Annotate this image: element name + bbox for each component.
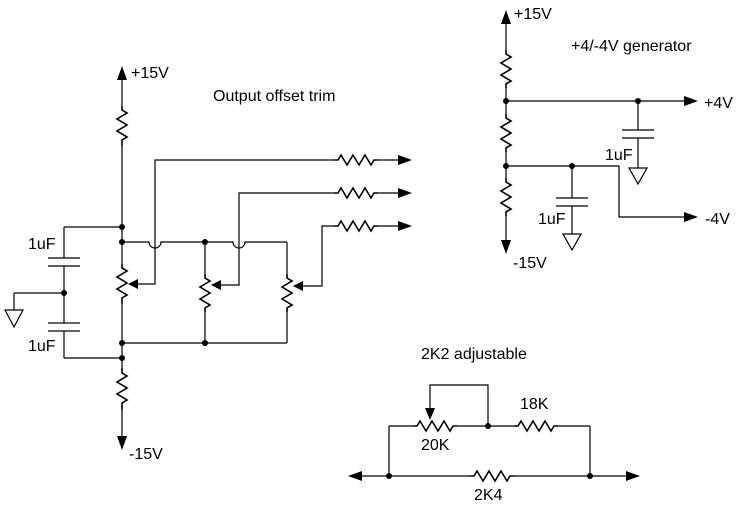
ground-symbol	[4, 309, 24, 329]
trim-pot-2	[198, 274, 212, 312]
gen-pos-output-label: +4V	[704, 95, 733, 112]
parallel-resistor-2k4	[470, 469, 514, 483]
trim-pot-3	[280, 274, 294, 312]
adjustable-title: 2K2 adjustable	[421, 346, 527, 363]
top-bias-resistor	[115, 106, 129, 146]
pot-20k-label: 20K	[421, 437, 450, 454]
generator-circuit: +4/-4V generator +15V -15V +4V -4V 1uF 1…	[499, 6, 733, 272]
trim-pot-1	[115, 264, 129, 304]
offset-cap-top-label: 1uF	[28, 236, 56, 253]
series-resistor-label: 18K	[520, 396, 549, 413]
adjustable-circuit: 2K2 adjustable 20K 18K 2K4	[348, 346, 640, 504]
plus-15v-arrow	[117, 66, 127, 80]
gen-minus-15v-arrow	[501, 240, 511, 254]
gen-bottom-rail-label: -15V	[513, 255, 547, 272]
gen-top-resistor	[499, 50, 513, 88]
gen-pos-ground-symbol	[627, 167, 649, 186]
offset-trim-circuit: Output offset trim +15V -15V 1uF 1uF	[4, 65, 412, 463]
output-resistor-2	[334, 186, 378, 200]
gen-neg-output-label: -4V	[705, 211, 730, 228]
gen-top-rail-label: +15V	[514, 6, 552, 23]
offset-top-rail-label: +15V	[131, 65, 169, 82]
gen-bottom-resistor	[499, 178, 513, 216]
gen-neg-ground-symbol	[561, 233, 583, 252]
generator-title: +4/-4V generator	[571, 38, 692, 55]
gen-cap-pos-label: 1uF	[605, 147, 633, 164]
gen-middle-resistor	[499, 114, 513, 152]
offset-bottom-rail-label: -15V	[129, 446, 163, 463]
bottom-bias-resistor	[115, 368, 129, 410]
parallel-resistor-label: 2K4	[474, 487, 503, 504]
gen-plus-15v-arrow	[501, 10, 511, 24]
gen-cap-neg-label: 1uF	[538, 211, 566, 228]
series-resistor-18k	[514, 419, 558, 433]
output-resistor-1	[334, 153, 378, 167]
output-resistor-3	[334, 219, 378, 233]
minus-15v-arrow	[117, 436, 127, 450]
offset-cap-bottom-label: 1uF	[28, 338, 56, 355]
offset-trim-title: Output offset trim	[213, 88, 335, 105]
pot-20k	[413, 419, 457, 433]
